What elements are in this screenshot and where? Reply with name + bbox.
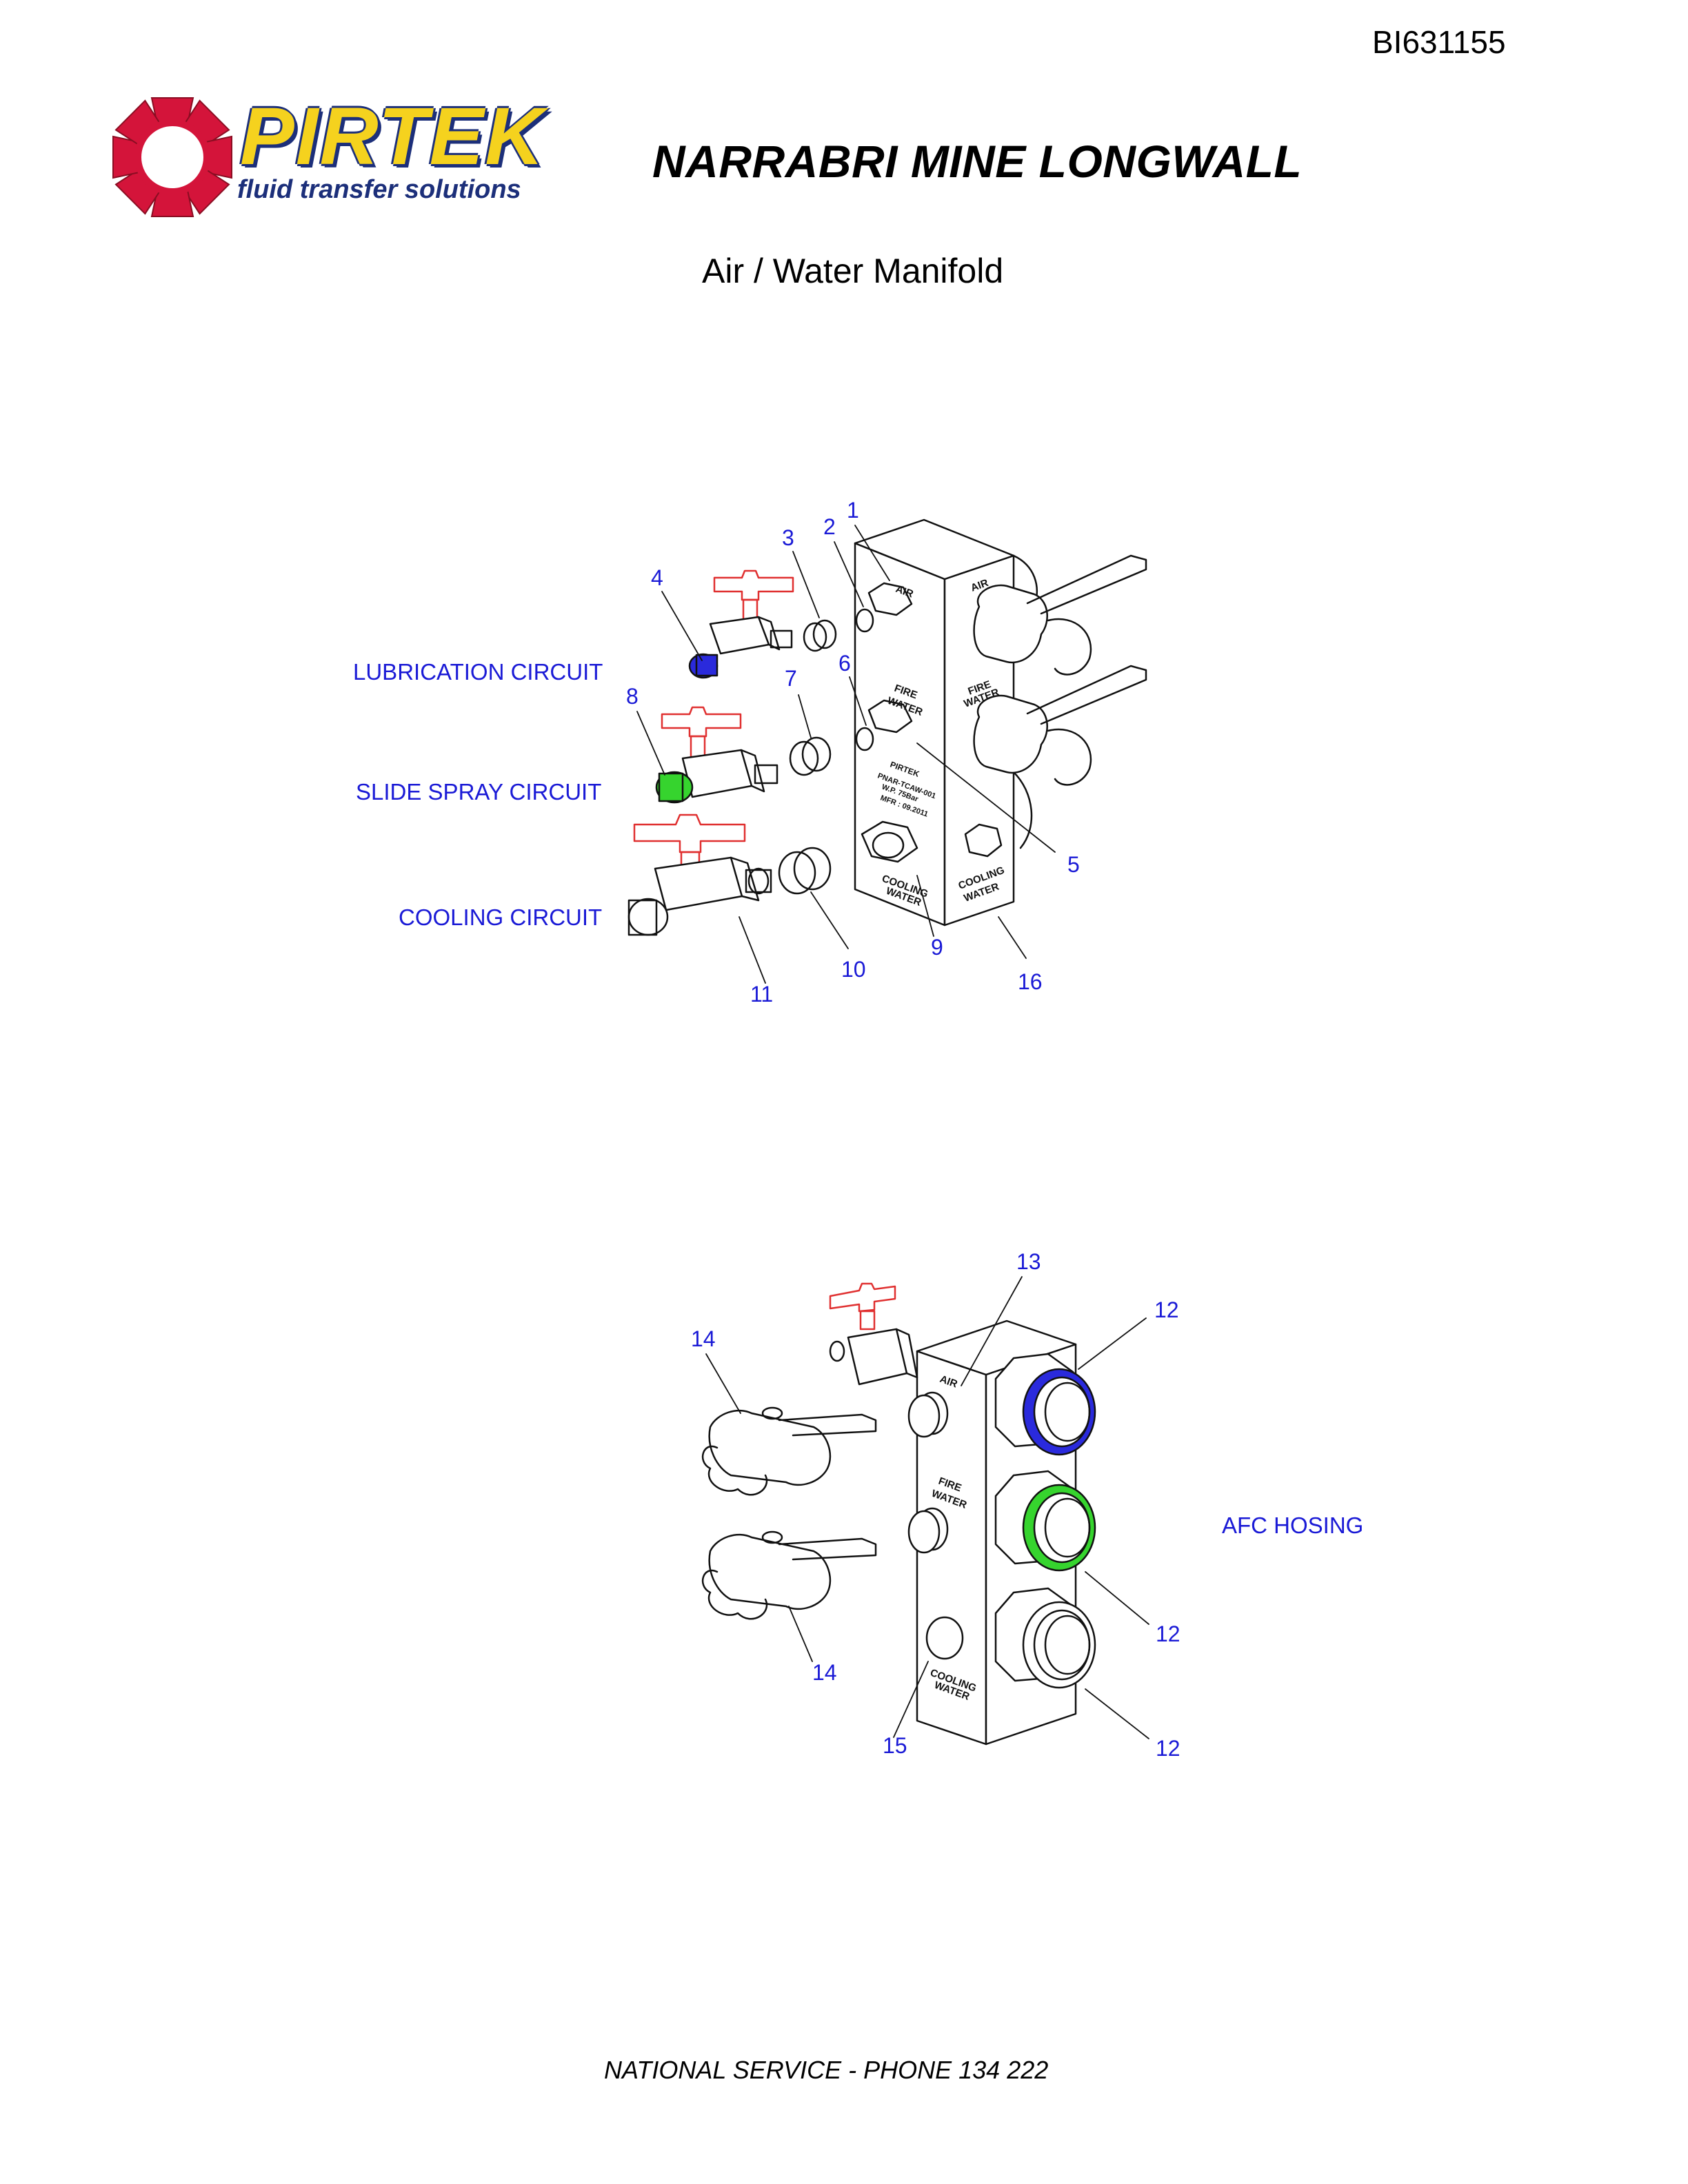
callout-12-top: 12 [1154,1297,1179,1322]
callout-2: 2 [823,514,836,539]
side-ball-valves [973,554,1147,786]
callout-16: 16 [1018,969,1043,994]
document-id: BI631155 [1372,24,1506,60]
callout-leaders-1 [636,525,1056,984]
callout-3: 3 [782,525,794,550]
pirtek-logo: PIRTEK fluid transfer solutions [109,91,585,225]
callout-11: 11 [750,982,774,1007]
slide-spray-valve [655,706,778,804]
callout-15: 15 [883,1733,907,1758]
callout-1: 1 [847,498,859,523]
block-ports [907,1391,964,1660]
callout-14-upper: 14 [691,1326,716,1351]
callout-14-lower: 14 [812,1660,837,1685]
afc-fitting-2 [994,1470,1096,1572]
afc-fitting-1 [994,1353,1096,1456]
page-subtitle: Air / Water Manifold [702,252,1004,290]
loose-ball-valve-upper [702,1406,877,1496]
cooling-circuit-label: COOLING CIRCUIT [399,904,603,930]
callout-leaders-2 [705,1276,1149,1739]
top-needle-valve [829,1282,918,1386]
logo-tagline: fluid transfer solutions [237,175,521,204]
afc-hosing-label: AFC HOSING [1222,1513,1364,1538]
lubrication-circuit-label: LUBRICATION CIRCUIT [353,659,603,685]
callout-9: 9 [931,935,943,960]
callout-8: 8 [626,684,639,709]
callout-5: 5 [1067,852,1080,877]
logo-wordmark: PIRTEK [240,91,545,182]
footer-phone: NATIONAL SERVICE - PHONE 134 222 [604,2056,1049,2084]
callout-7: 7 [785,666,797,691]
callout-4: 4 [651,565,663,590]
loose-fittings [778,608,874,895]
slide-spray-circuit-label: SLIDE SPRAY CIRCUIT [356,779,602,805]
gear-icon [112,97,232,217]
callout-12-bottom: 12 [1156,1736,1180,1761]
callout-13: 13 [1016,1249,1041,1274]
lubrication-valve [688,569,794,679]
loose-ball-valve-lower [702,1530,877,1620]
page-title: NARRABRI MINE LONGWALL [652,136,1303,187]
callout-10: 10 [841,957,866,982]
callout-12-middle: 12 [1156,1621,1180,1646]
cooling-valve [627,813,772,936]
afc-fitting-3 [994,1587,1096,1689]
callout-6: 6 [838,651,851,676]
